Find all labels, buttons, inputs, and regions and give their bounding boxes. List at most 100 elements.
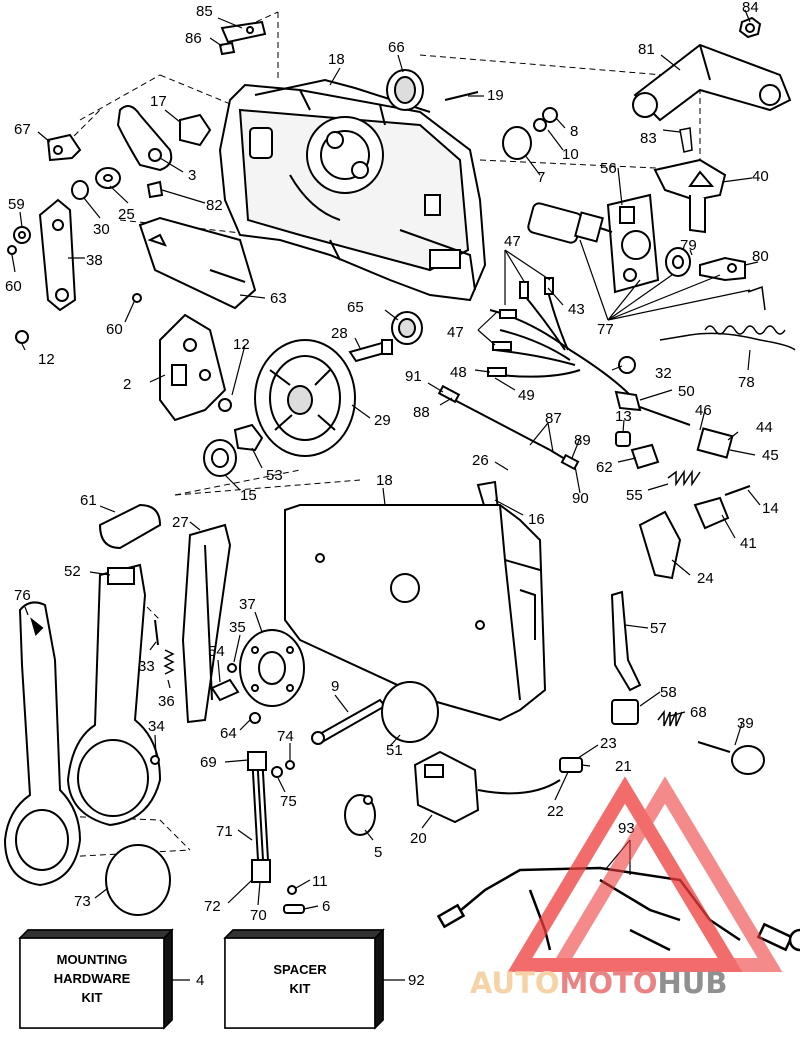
part-83-screw [679, 127, 693, 153]
callout-55: 55 [626, 487, 643, 504]
part-39-plunger [697, 741, 765, 775]
watermark-logo: AUTOMOTOHUB [470, 776, 783, 1000]
callout-43: 43 [568, 301, 585, 318]
callout-59: 59 [8, 196, 25, 213]
spacer-kit-label: SPACER KIT [273, 962, 327, 996]
part-40-bracket [653, 158, 727, 234]
part-12-screw [15, 330, 232, 412]
part-11-screw [287, 885, 297, 895]
part-61-sleeve [98, 503, 162, 550]
part-78-lanyard [659, 285, 796, 351]
callout-52: 52 [64, 563, 81, 580]
callout-68: 68 [690, 704, 707, 721]
callout-24: 24 [697, 570, 714, 587]
part-75-washer [271, 766, 283, 778]
kit-box-spacer [223, 928, 385, 1030]
control-housing-inner [218, 78, 487, 302]
callout-23: 23 [600, 735, 617, 752]
part-14-screw [724, 485, 751, 496]
part-6-clip [283, 904, 305, 914]
callout-54: 54 [208, 643, 225, 660]
part-76-handle [3, 601, 82, 887]
callout-50: 50 [678, 383, 695, 400]
callout-58: 58 [660, 684, 677, 701]
part-68-spring [657, 709, 683, 727]
callout-81: 81 [638, 41, 655, 58]
part-20-module [413, 750, 561, 824]
callout-34: 34 [148, 718, 165, 735]
watermark-hub: HUB [658, 966, 728, 1000]
part-56-plate [606, 193, 660, 294]
part-52-handle [66, 563, 162, 827]
part-82-screw [146, 180, 164, 199]
callout-25: 25 [118, 206, 135, 223]
callout-79: 79 [680, 237, 697, 254]
callout-22: 22 [547, 803, 564, 820]
callout-46: 46 [695, 402, 712, 419]
callout-72: 72 [204, 898, 221, 915]
part-71-harness [247, 751, 271, 883]
callout-41: 41 [740, 535, 757, 552]
part-35-screw [227, 663, 237, 673]
part-5-clip [344, 794, 376, 836]
part-79-nut [665, 247, 691, 277]
callout-66: 66 [388, 39, 405, 56]
callout-60-left: 60 [5, 278, 22, 295]
callout-70: 70 [250, 907, 267, 924]
watermark-auto: AUTO [470, 966, 560, 1000]
callout-47-top: 47 [504, 233, 521, 250]
callout-93: 93 [618, 820, 635, 837]
wiring-harness [487, 277, 734, 459]
part-13-bushing [615, 431, 631, 447]
callout-49: 49 [518, 387, 535, 404]
callout-77: 77 [597, 321, 614, 338]
part-22-connector [559, 757, 583, 773]
callout-14: 14 [762, 500, 779, 517]
part-29-gear [254, 339, 356, 457]
part-81-throttle-arm [632, 43, 792, 122]
callout-63: 63 [270, 290, 287, 307]
callout-5: 5 [374, 844, 382, 861]
part-43-switch [527, 202, 613, 244]
part-57-arm [610, 590, 642, 692]
callout-88: 88 [413, 404, 430, 421]
callout-10: 10 [562, 146, 579, 163]
callout-18-top: 18 [328, 51, 345, 68]
callout-12-left: 12 [38, 351, 55, 368]
callout-8: 8 [570, 123, 578, 140]
svg-text:AUTOMOTOHUB: AUTOMOTOHUB [470, 966, 727, 1000]
leader-lines [11, 9, 761, 981]
part-54-clip [210, 678, 240, 702]
callout-86: 86 [185, 30, 202, 47]
callout-65: 65 [347, 299, 364, 316]
part-88-cable [437, 384, 580, 471]
callout-48: 48 [450, 364, 467, 381]
part-38-lever [38, 198, 77, 312]
callout-37: 37 [239, 596, 256, 613]
callout-91: 91 [405, 368, 422, 385]
callout-85: 85 [196, 3, 213, 20]
callout-36: 36 [158, 693, 175, 710]
callout-39: 39 [737, 715, 754, 732]
callout-33: 33 [138, 658, 155, 675]
kit-box-mounting-hardware [18, 928, 174, 1030]
callout-64: 64 [220, 725, 237, 742]
callout-26: 26 [472, 452, 489, 469]
part-27-detent-rail [181, 523, 232, 724]
callout-62: 62 [596, 459, 613, 476]
callout-75: 75 [280, 793, 297, 810]
part-28-bolt [348, 339, 393, 363]
part-64-screw [249, 712, 261, 724]
part-73-ring [105, 844, 171, 916]
callout-21: 21 [615, 758, 632, 775]
part-36-spring [163, 649, 175, 675]
callout-56: 56 [600, 160, 617, 177]
part-51-disc [381, 681, 439, 743]
callout-35: 35 [229, 619, 246, 636]
callout-74: 74 [277, 728, 294, 745]
callout-7: 7 [537, 169, 545, 186]
callout-9: 9 [331, 678, 339, 695]
callout-27: 27 [172, 514, 189, 531]
callout-12-mid: 12 [233, 336, 250, 353]
part-58-block [611, 699, 639, 725]
